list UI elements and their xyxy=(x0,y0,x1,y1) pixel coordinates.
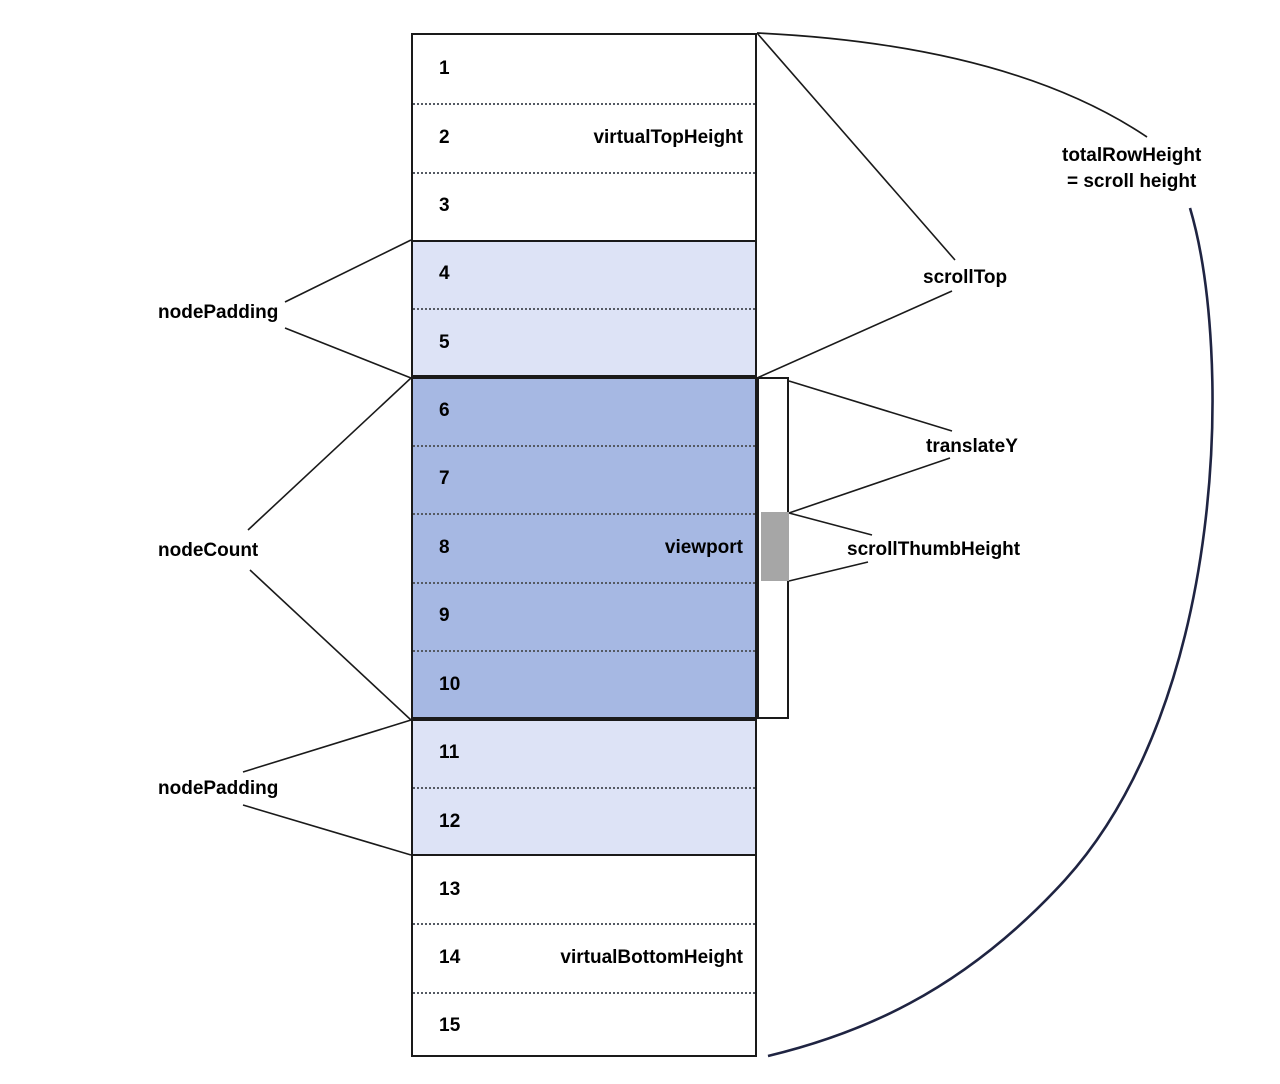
row-number: 8 xyxy=(439,536,450,558)
table-row[interactable]: 5 xyxy=(413,308,755,377)
virtual-row-table: 1 2 virtualTopHeight 3 4 5 6 7 xyxy=(411,33,757,1057)
table-row[interactable]: 1 xyxy=(413,35,755,103)
row-number: 10 xyxy=(439,673,461,695)
table-row[interactable]: 12 xyxy=(413,787,755,856)
leader-total-row-height-top-curve xyxy=(756,32,1148,138)
label-scroll-thumb-height: scrollThumbHeight xyxy=(847,539,1021,560)
row-separator xyxy=(413,923,755,925)
label-scroll-top: scrollTop xyxy=(923,267,1008,288)
row-separator xyxy=(413,787,755,789)
table-row[interactable]: 9 xyxy=(413,582,755,650)
leader-scroll-thumb-height-upper xyxy=(788,512,873,536)
row-number: 4 xyxy=(439,263,450,284)
row-separator xyxy=(413,308,755,310)
row-number: 13 xyxy=(439,878,461,900)
row-separator xyxy=(413,172,755,174)
label-node-padding-bottom: nodePadding xyxy=(158,778,279,799)
row-number: 5 xyxy=(439,331,450,353)
row-number: 3 xyxy=(439,195,450,216)
leader-node-padding-bottom-lower xyxy=(242,804,412,856)
leader-node-padding-top-upper xyxy=(284,239,412,303)
table-row[interactable]: 6 xyxy=(413,377,755,445)
leader-node-count-lower xyxy=(249,569,412,721)
scrollbar-thumb[interactable] xyxy=(761,512,789,581)
row-number: 9 xyxy=(439,605,450,626)
label-node-padding-top: nodePadding xyxy=(158,302,279,323)
row-number: 11 xyxy=(439,742,460,763)
table-row[interactable]: 10 xyxy=(413,650,755,719)
leader-node-padding-top-lower xyxy=(284,327,412,379)
label-total-row-height-line2: = scroll height xyxy=(1066,170,1197,192)
leader-node-count-upper xyxy=(247,377,412,531)
row-number: 1 xyxy=(439,58,450,79)
table-row[interactable]: 13 xyxy=(413,856,755,923)
row-separator xyxy=(413,650,755,652)
leader-translate-y-upper xyxy=(788,380,953,432)
row-separator xyxy=(413,445,755,447)
table-row[interactable]: 4 xyxy=(413,240,755,308)
row-number: 14 xyxy=(439,946,461,968)
table-row[interactable]: 11 xyxy=(413,719,755,787)
label-node-count: nodeCount xyxy=(158,540,259,561)
viewport-band xyxy=(413,377,755,719)
leader-translate-y-lower xyxy=(788,457,951,514)
row-tag: virtualBottomHeight xyxy=(560,946,743,968)
row-number: 7 xyxy=(439,468,450,489)
row-separator xyxy=(413,513,755,515)
leader-node-padding-bottom-upper xyxy=(242,719,412,773)
row-tag: viewport xyxy=(664,536,743,558)
label-total-row-height: totalRowHeight = scroll height xyxy=(1062,143,1201,194)
row-tag: virtualTopHeight xyxy=(593,126,743,148)
label-total-row-height-line1: totalRowHeight xyxy=(1062,145,1202,166)
table-row[interactable]: 14 virtualBottomHeight xyxy=(413,923,755,992)
table-row[interactable]: 3 xyxy=(413,172,755,240)
table-row[interactable]: 7 xyxy=(413,445,755,513)
table-row[interactable]: 15 xyxy=(413,992,755,1059)
table-row[interactable]: 8 viewport xyxy=(413,513,755,582)
row-separator xyxy=(413,103,755,105)
row-number: 2 xyxy=(439,126,450,148)
table-row[interactable]: 2 virtualTopHeight xyxy=(413,103,755,172)
leader-total-row-height-bottom-curve xyxy=(767,207,1214,1058)
row-separator xyxy=(413,582,755,584)
leader-scroll-top-lower xyxy=(756,290,953,379)
label-translate-y: translateY xyxy=(926,436,1018,457)
leader-scroll-thumb-height-lower xyxy=(788,561,869,582)
leader-scroll-top-upper xyxy=(756,32,956,261)
row-separator xyxy=(413,992,755,994)
row-number: 12 xyxy=(439,810,461,832)
row-number: 15 xyxy=(439,1014,461,1036)
row-number: 6 xyxy=(439,400,450,421)
